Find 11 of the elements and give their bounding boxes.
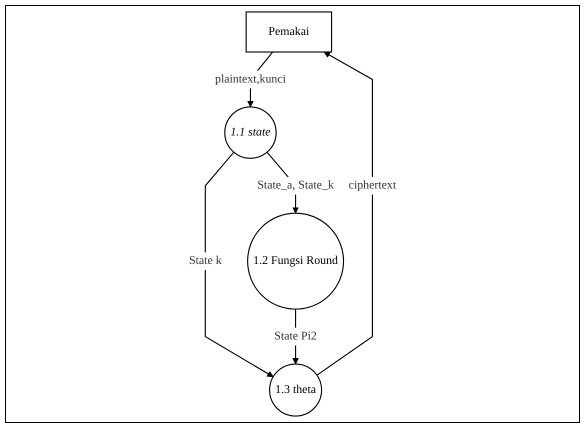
arrow (204, 152, 274, 378)
arrow (316, 52, 373, 376)
node-circle: 1.3 theta (268, 363, 322, 417)
edge-label: State k (188, 254, 222, 268)
edge-label: ciphertext (348, 179, 396, 192)
node-circle: 1.1 state (224, 106, 277, 159)
edge-label: State_a, State_k (257, 179, 334, 192)
edge-label: plaintext,kunci (214, 72, 286, 86)
edge-label: State Pi2 (274, 330, 317, 343)
node-box: Pemakai (246, 11, 332, 53)
node-circle: 1.2 Fungsi Round (246, 212, 344, 310)
